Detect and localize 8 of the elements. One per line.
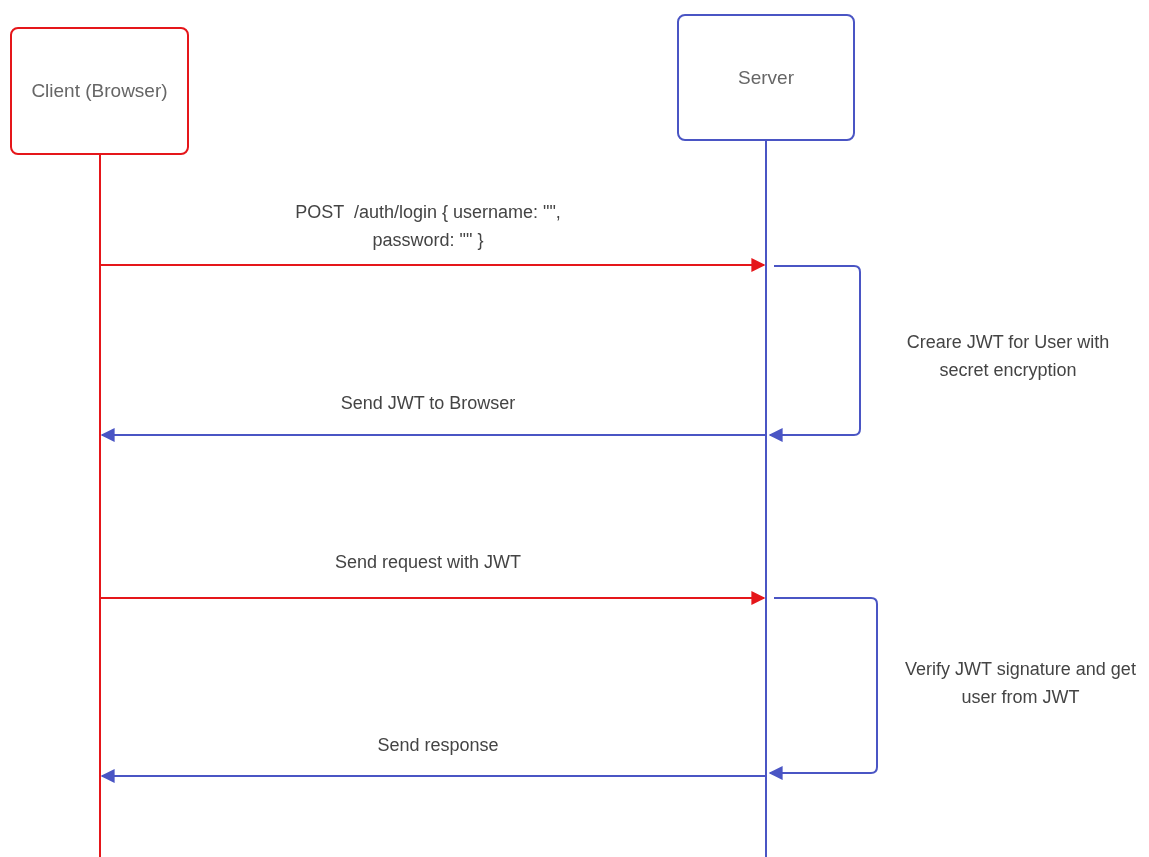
self-message-arrow	[768, 265, 861, 442]
participant-name: Server	[738, 66, 794, 89]
self-message-arrow	[768, 597, 878, 780]
message-arrow	[100, 769, 767, 783]
participant-name: Client (Browser)	[31, 80, 168, 102]
message-arrow	[99, 591, 766, 605]
message-arrow	[99, 258, 766, 272]
message-arrow	[100, 428, 767, 442]
